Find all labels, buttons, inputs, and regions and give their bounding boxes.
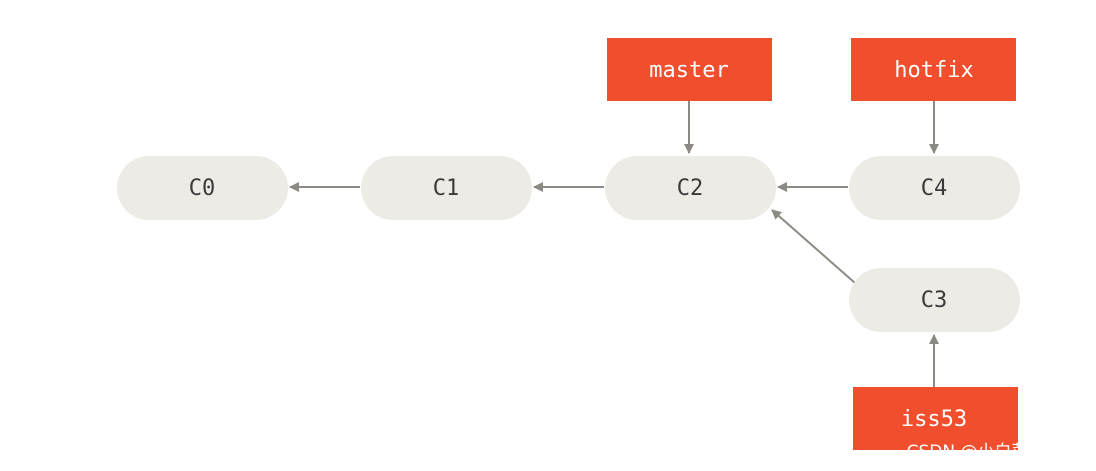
commit-label: C2 <box>677 176 704 201</box>
branch-label: iss53 <box>901 407 967 432</box>
commit-c4: C4 <box>849 156 1020 220</box>
branch-iss53: iss53 <box>853 387 1018 450</box>
watermark: CSDN @小白菜duang <box>906 442 1082 462</box>
commit-node-shape <box>849 268 1020 332</box>
branch-arrows <box>684 101 939 387</box>
commit-node-shape <box>605 156 776 220</box>
commit-label: C1 <box>433 176 460 201</box>
branch-label: hotfix <box>894 58 973 83</box>
commit-c0: C0 <box>117 156 288 220</box>
commit-label: C0 <box>189 176 216 201</box>
commit-c1: C1 <box>361 156 532 220</box>
commit-label: C4 <box>921 176 948 201</box>
branch-label: master <box>649 58 728 83</box>
commit-node-shape <box>849 156 1020 220</box>
commit-node-shape <box>117 156 288 220</box>
commit-c3: C3 <box>849 268 1020 332</box>
arrow-c3-to-c2 <box>771 209 856 284</box>
branch-box <box>607 38 772 101</box>
commit-node-shape <box>361 156 532 220</box>
commit-c2: C2 <box>605 156 776 220</box>
branch-master: master <box>607 38 772 101</box>
branch-box <box>853 387 1018 450</box>
commit-label: C3 <box>921 288 948 313</box>
branch-hotfix: hotfix <box>851 38 1016 101</box>
parent-arrows <box>289 182 856 284</box>
branch-box <box>851 38 1016 101</box>
